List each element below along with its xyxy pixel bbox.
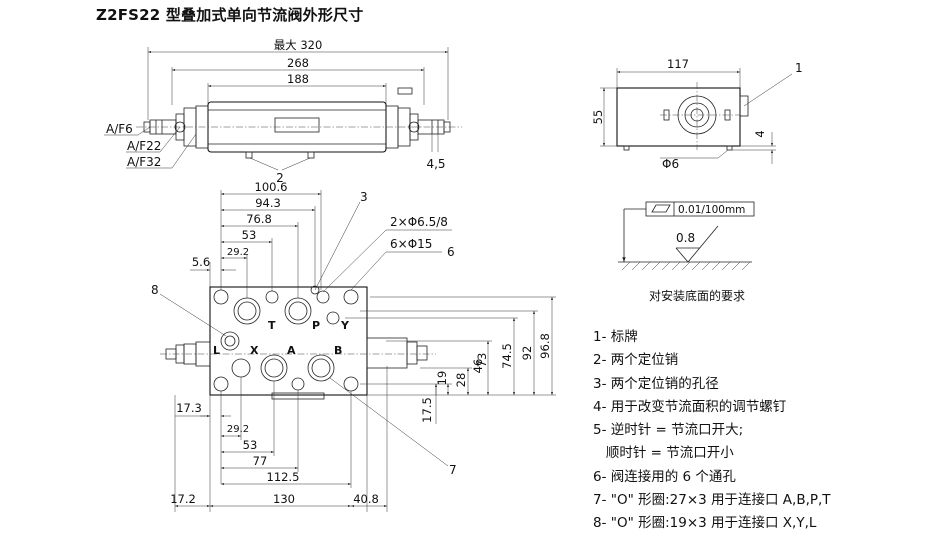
dim-40-8: 40.8	[353, 492, 379, 506]
dim-pin-holes: 2×Φ6.5/8	[390, 215, 448, 229]
legend-item: 顺时针 = 节流口开小	[593, 445, 734, 462]
port-l: L	[213, 344, 220, 357]
dim-4-5: 4,5	[426, 157, 445, 171]
dim-19: 19	[435, 371, 449, 386]
callout-8: 8	[151, 283, 159, 297]
legend-item: 5- 逆时针 = 节流口开大;	[593, 422, 744, 439]
callout-6: 6	[447, 245, 455, 259]
callout-3: 3	[360, 190, 368, 204]
dim-17-2: 17.2	[170, 492, 196, 506]
dim-112-5: 112.5	[267, 470, 300, 484]
legend-item: 4- 用于改变节流面积的调节螺钉	[593, 398, 787, 415]
port-t: T	[268, 319, 276, 332]
legend-item: 3- 两个定位销的孔径	[593, 375, 719, 392]
callout-1: 1	[795, 61, 803, 75]
dim-188: 188	[287, 72, 309, 86]
wrench-af32: A/F32	[127, 155, 161, 169]
dim-53-bottom: 53	[243, 438, 258, 452]
dim-96-8: 96.8	[538, 333, 552, 359]
dim-thru-holes: 6×Φ15	[390, 237, 432, 251]
dim-55: 55	[591, 110, 605, 125]
legend-item: 1- 标牌	[593, 329, 638, 345]
port-x: X	[250, 344, 259, 357]
dim-53-top: 53	[242, 228, 257, 242]
dim-77: 77	[253, 454, 268, 468]
legend-item: 8- "O" 形圈:19×3 用于连接口 X,Y,L	[593, 515, 817, 532]
wrench-af6: A/F6	[106, 122, 133, 136]
dim-max-320: 最大 320	[274, 38, 323, 52]
dim-29-2-bottom: 29.2	[227, 424, 249, 435]
dim-29-2-top: 29.2	[227, 247, 249, 258]
dim-4: 4	[753, 130, 767, 137]
legend-item: 7- "O" 形圈:27×3 用于连接口 A,B,P,T	[593, 492, 831, 509]
port-y: Y	[340, 319, 350, 332]
dim-117: 117	[667, 57, 689, 71]
legend-item: 6- 阀连接用的 6 个通孔	[593, 468, 736, 485]
dim-92: 92	[520, 346, 534, 361]
legend-item: 2- 两个定位销	[593, 352, 679, 369]
dim-73: 73	[475, 353, 489, 368]
port-a: A	[287, 344, 296, 357]
drawing-title: Z2FS22 型叠加式单向节流阀外形尺寸	[96, 6, 364, 24]
dim-76-8: 76.8	[246, 212, 272, 226]
dim-130: 130	[273, 492, 295, 506]
dim-pin-phi6: Φ6	[662, 157, 679, 171]
port-b: B	[334, 344, 342, 357]
flatness-tolerance: 0.01/100mm	[678, 204, 745, 216]
wrench-af22: A/F22	[127, 139, 161, 153]
roughness-value: 0.8	[676, 231, 695, 245]
dim-268: 268	[287, 56, 309, 70]
dim-17-3: 17.3	[176, 401, 202, 415]
surface-caption: 对安装底面的要求	[649, 288, 745, 303]
callout-2: 2	[276, 171, 284, 185]
top-view: 最大 320 268 188 2	[104, 38, 462, 185]
legend-list: 1- 标牌 2- 两个定位销 3- 两个定位销的孔径 4- 用于改变节流面积的调节螺钉…	[593, 326, 831, 536]
port-p: P	[312, 319, 320, 332]
front-view: T P Y L X A B 100.6 94.3 76.8 53 29.2 5.…	[151, 180, 556, 512]
surface-requirement: 0.01/100mm 0.8 对安装底面的要求	[618, 201, 755, 303]
dim-5-6: 5.6	[192, 255, 210, 269]
callout-7: 7	[449, 463, 457, 477]
dim-94-3: 94.3	[255, 196, 281, 210]
dim-100-6: 100.6	[255, 180, 288, 194]
dim-17-5: 17.5	[420, 397, 434, 423]
dim-74-5: 74.5	[500, 343, 514, 369]
side-view: 117 55 4 Φ6 1	[591, 57, 803, 171]
dim-46: 46	[471, 359, 485, 374]
dim-46-28: 28	[454, 373, 468, 388]
